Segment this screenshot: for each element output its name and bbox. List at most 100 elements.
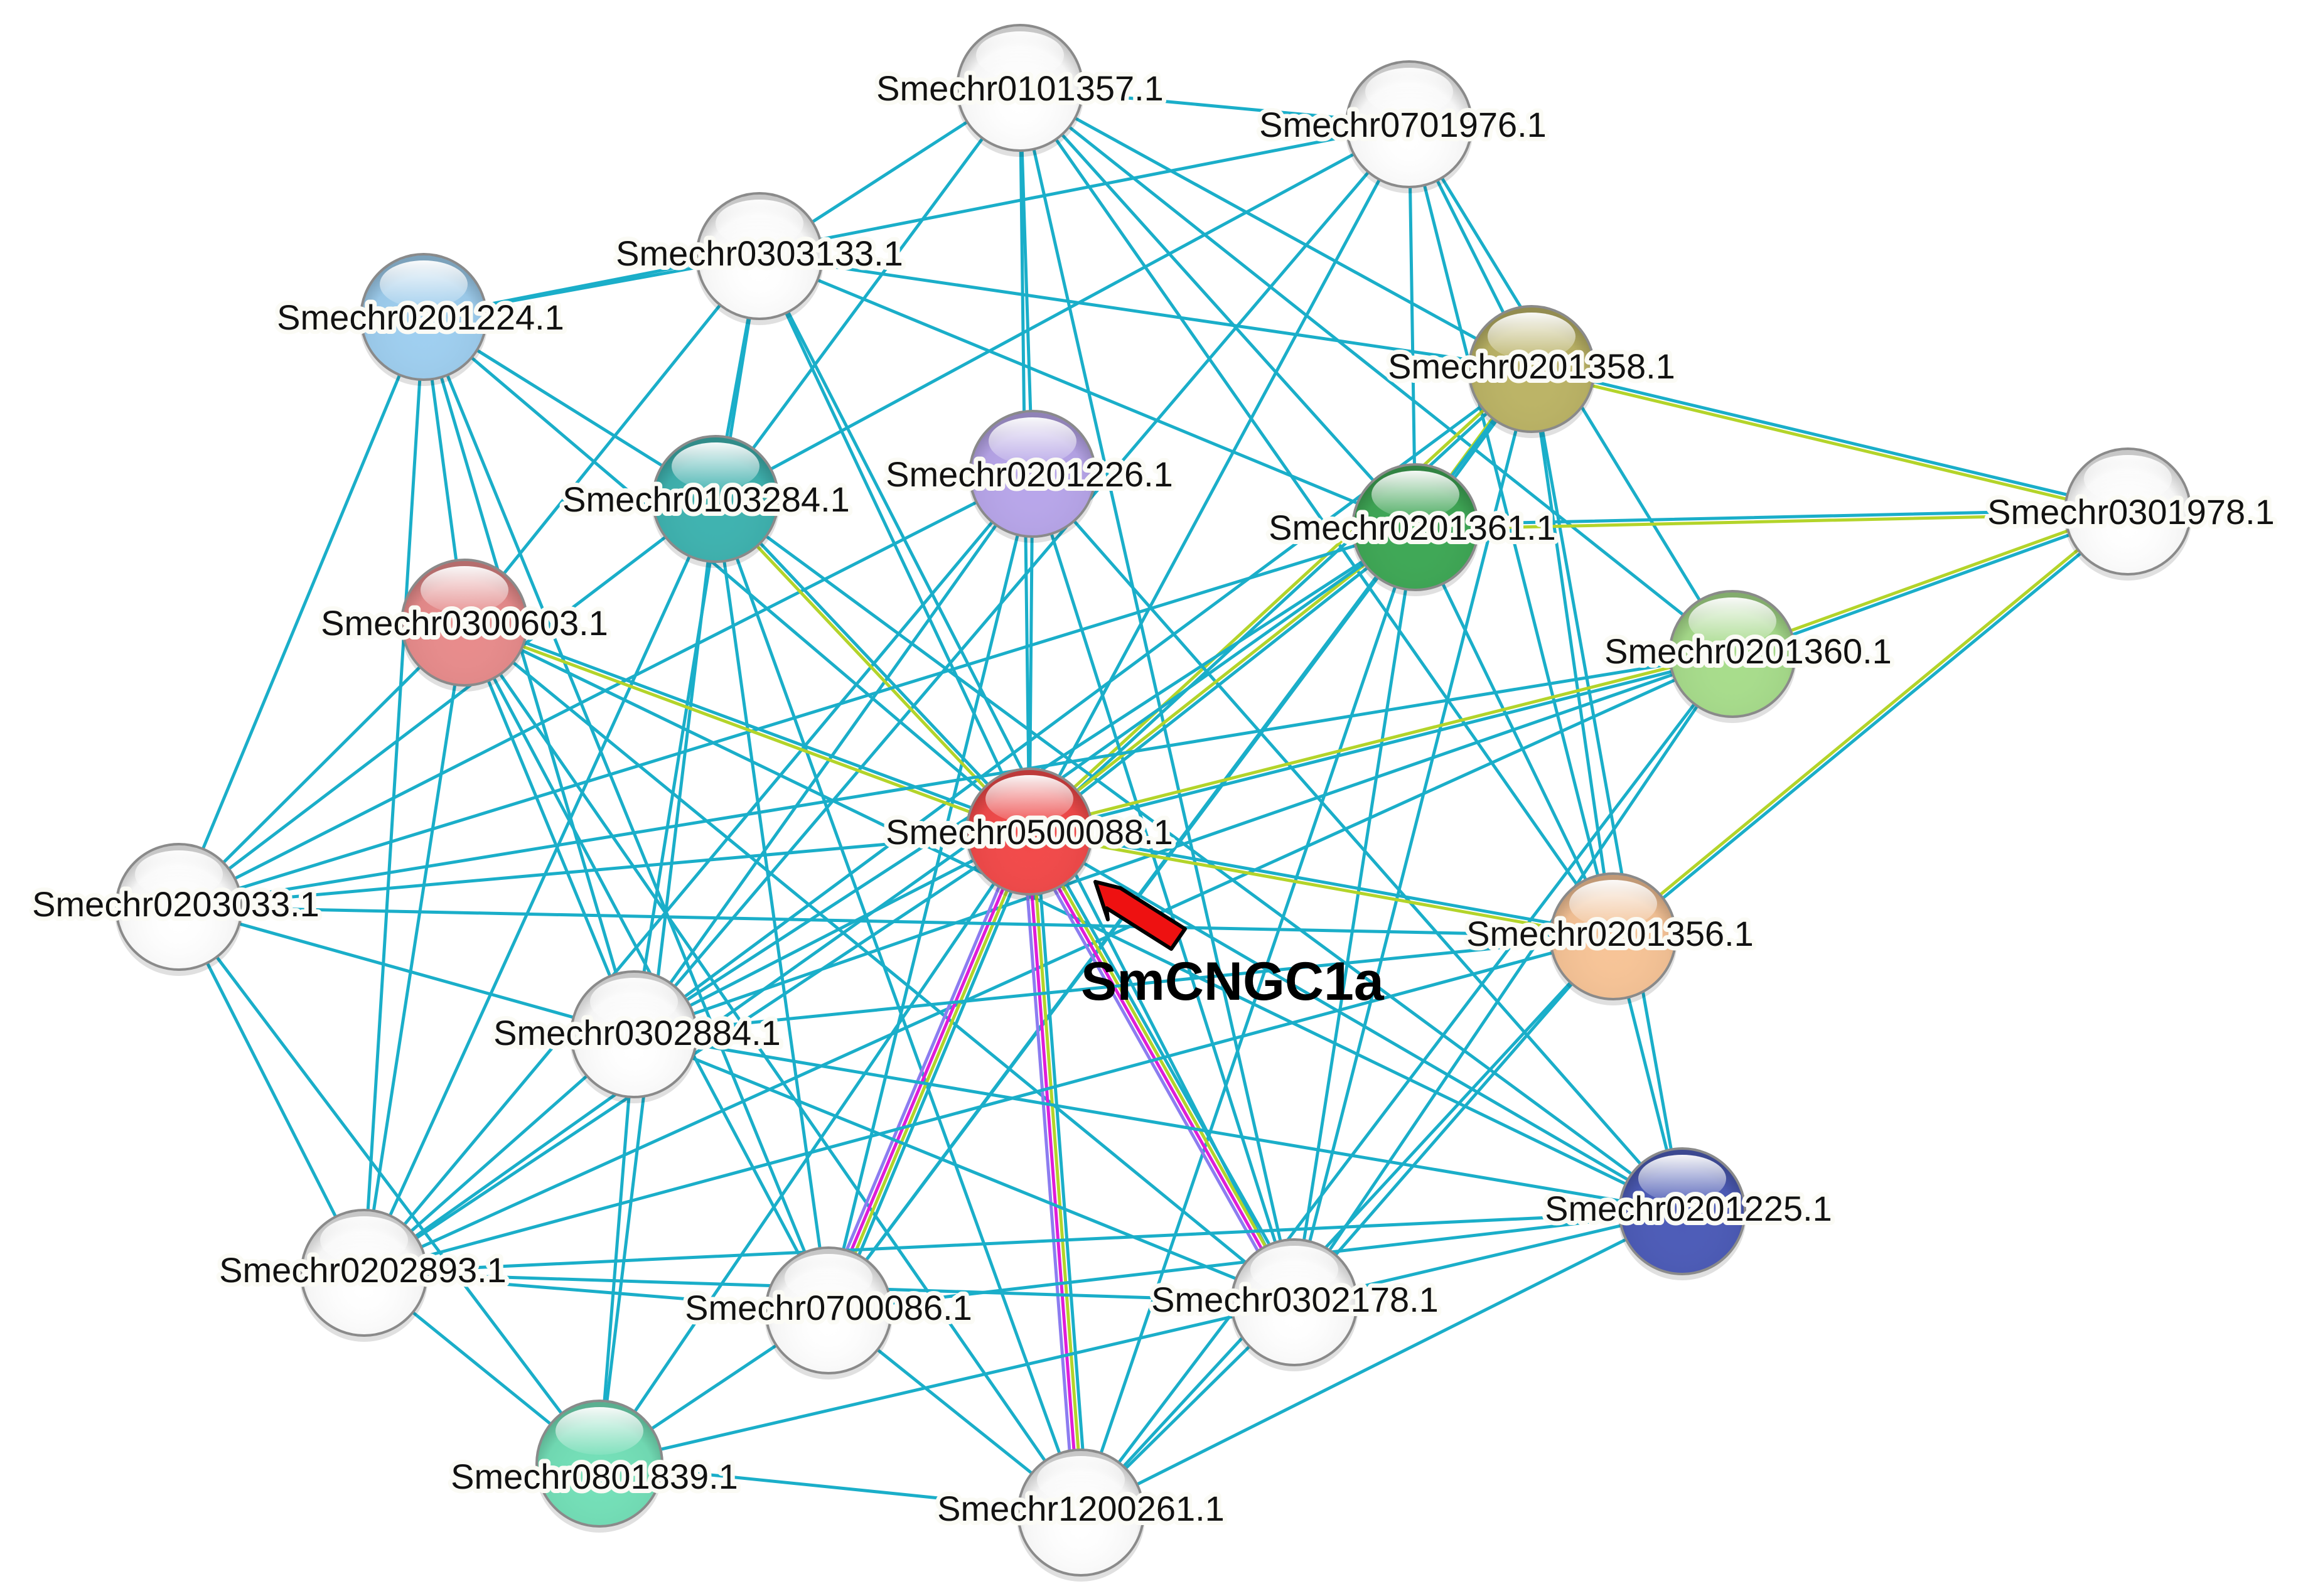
edge-line-coexpression — [632, 935, 1615, 1036]
edge-n12-n17 — [362, 830, 1031, 1275]
node-highlight — [1688, 597, 1776, 645]
edge-line-coexpression — [362, 497, 717, 1275]
edge-line-coexpression — [1018, 86, 1411, 126]
edge-line-coexpression — [177, 905, 636, 1036]
node-Smechr0301978.1[interactable] — [2064, 447, 2192, 581]
edge-line-coexpression — [1292, 652, 1734, 1304]
edge-line-coexpression — [714, 497, 830, 1312]
node-Smechr0201358.1[interactable] — [1468, 305, 1596, 438]
edge-line-textmining — [712, 498, 1029, 835]
node-highlight — [1250, 1246, 1338, 1293]
edge-line-coexpression — [1079, 935, 1615, 1514]
edge-n12-n13 — [177, 830, 1031, 909]
node-highlight — [1638, 1155, 1726, 1202]
edge-line-coexpression — [1530, 367, 1684, 1213]
edge-line-experiments — [1026, 831, 1294, 1305]
node-Smechr0202893.1[interactable] — [300, 1209, 428, 1342]
edge-n06-n18 — [827, 472, 1034, 1312]
edge-n08-n13 — [177, 525, 1417, 909]
edge-line-coexpression — [1029, 369, 1535, 835]
edge-line-coexpression — [1031, 472, 1296, 1304]
edge-n15-n20 — [598, 1032, 636, 1465]
callout-arrow-icon — [1093, 880, 1187, 951]
edge-n11-n12 — [1027, 650, 1735, 835]
edge-line-coexpression — [362, 1271, 830, 1312]
node-Smechr0201356.1[interactable] — [1549, 872, 1677, 1005]
edge-n13-n15 — [177, 905, 636, 1036]
edge-line-coexpression — [1407, 122, 1417, 529]
node-highlight — [672, 442, 759, 490]
edge-line-coexpression — [598, 1300, 1296, 1465]
edge-line-coexpression — [422, 315, 830, 1312]
edge-line-coexpression — [362, 472, 1034, 1275]
node-Smechr0201225.1[interactable] — [1618, 1147, 1746, 1280]
edge-n02-n14 — [1407, 122, 1615, 938]
node-Smechr0201224.1[interactable] — [360, 253, 488, 386]
edge-line-coexpression — [1292, 935, 1615, 1304]
node-Smechr0302178.1[interactable] — [1230, 1238, 1358, 1371]
edge-line-coexpression — [632, 1032, 1684, 1213]
node-Smechr0500088.1[interactable] — [965, 768, 1093, 901]
edge-n15-n16 — [632, 1032, 1684, 1213]
edge-line-coexpression — [598, 1462, 1083, 1514]
edge-line-coexpression — [1028, 122, 1411, 833]
node-Smechr0303133.1[interactable] — [695, 192, 824, 325]
edge-line-coexpression — [1407, 122, 1615, 938]
edge-n02-n07 — [714, 122, 1411, 501]
node-Smechr0201360.1[interactable] — [1668, 590, 1796, 723]
edge-n01-n11 — [1018, 86, 1734, 656]
node-Smechr0701976.1[interactable] — [1345, 60, 1473, 193]
edge-line-coexpression — [1018, 86, 1533, 371]
edge-n08-n12 — [1026, 523, 1419, 835]
node-Smechr0201226.1[interactable] — [969, 410, 1097, 543]
edge-n09-n11 — [1730, 508, 2130, 658]
node-Smechr0801839.1[interactable] — [535, 1400, 663, 1533]
node-Smechr0201361.1[interactable] — [1351, 463, 1479, 596]
edge-n04-n17 — [362, 315, 426, 1275]
node-highlight — [1037, 1456, 1125, 1504]
node-Smechr0700086.1[interactable] — [765, 1246, 893, 1379]
edge-line-coexpression — [632, 830, 1031, 1036]
node-highlight — [2084, 455, 2172, 503]
edge-line-coexpression — [1028, 654, 1735, 835]
edge-line-coexpression — [1079, 525, 1417, 1514]
edge-line-coexpression — [714, 86, 1022, 501]
edge-n08-n14 — [1414, 525, 1615, 938]
node-Smechr0302884.1[interactable] — [570, 970, 698, 1103]
edge-line-coexpression — [362, 315, 426, 1275]
edge-line-textmining — [1529, 369, 2129, 515]
node-Smechr0101357.1[interactable] — [956, 24, 1084, 157]
nodes-layer: Smechr0101357.1Smechr0701976.1Smechr0303… — [28, 24, 2279, 1582]
edge-line-coexpression — [1028, 830, 1684, 1213]
edge-n10-n19 — [463, 621, 1296, 1304]
node-highlight — [421, 566, 508, 614]
edge-n02-n08 — [1407, 122, 1417, 529]
node-Smechr0103284.1[interactable] — [652, 435, 780, 568]
node-Smechr0203033.1[interactable] — [115, 843, 243, 976]
edge-line-coexpression — [716, 496, 1033, 832]
edge-line-textmining — [1030, 830, 1085, 1514]
edge-line-coexpression — [1034, 829, 1089, 1514]
edge-n01-n14 — [1018, 86, 1615, 938]
edge-n20-n21 — [598, 1462, 1083, 1514]
edge-line-databases — [820, 827, 1025, 1310]
node-Smechr0300603.1[interactable] — [400, 559, 529, 692]
node-highlight — [320, 1216, 408, 1264]
node-highlight — [716, 200, 803, 247]
edge-n07-n17 — [362, 497, 717, 1275]
node-Smechr1200261.1[interactable] — [1017, 1449, 1145, 1582]
edge-n07-n18 — [714, 497, 830, 1312]
edge-line-experiments — [1026, 830, 1080, 1514]
edge-line-databases — [1021, 830, 1076, 1515]
edge-n06-n16 — [1031, 472, 1684, 1213]
node-label: Smechr0302884.1 — [493, 1013, 781, 1052]
node-label: Smechr1200261.1 — [937, 1489, 1225, 1528]
edge-n14-n21 — [1079, 935, 1615, 1514]
node-label: Smechr0500088.1 — [886, 812, 1173, 852]
edge-n14-n17 — [362, 935, 1615, 1275]
edge-line-coexpression — [362, 1209, 1684, 1275]
callout-label: SmCNGC1a — [1081, 951, 1385, 1012]
edge-n08-n19 — [1292, 525, 1417, 1304]
edge-n03-n08 — [758, 254, 1417, 529]
